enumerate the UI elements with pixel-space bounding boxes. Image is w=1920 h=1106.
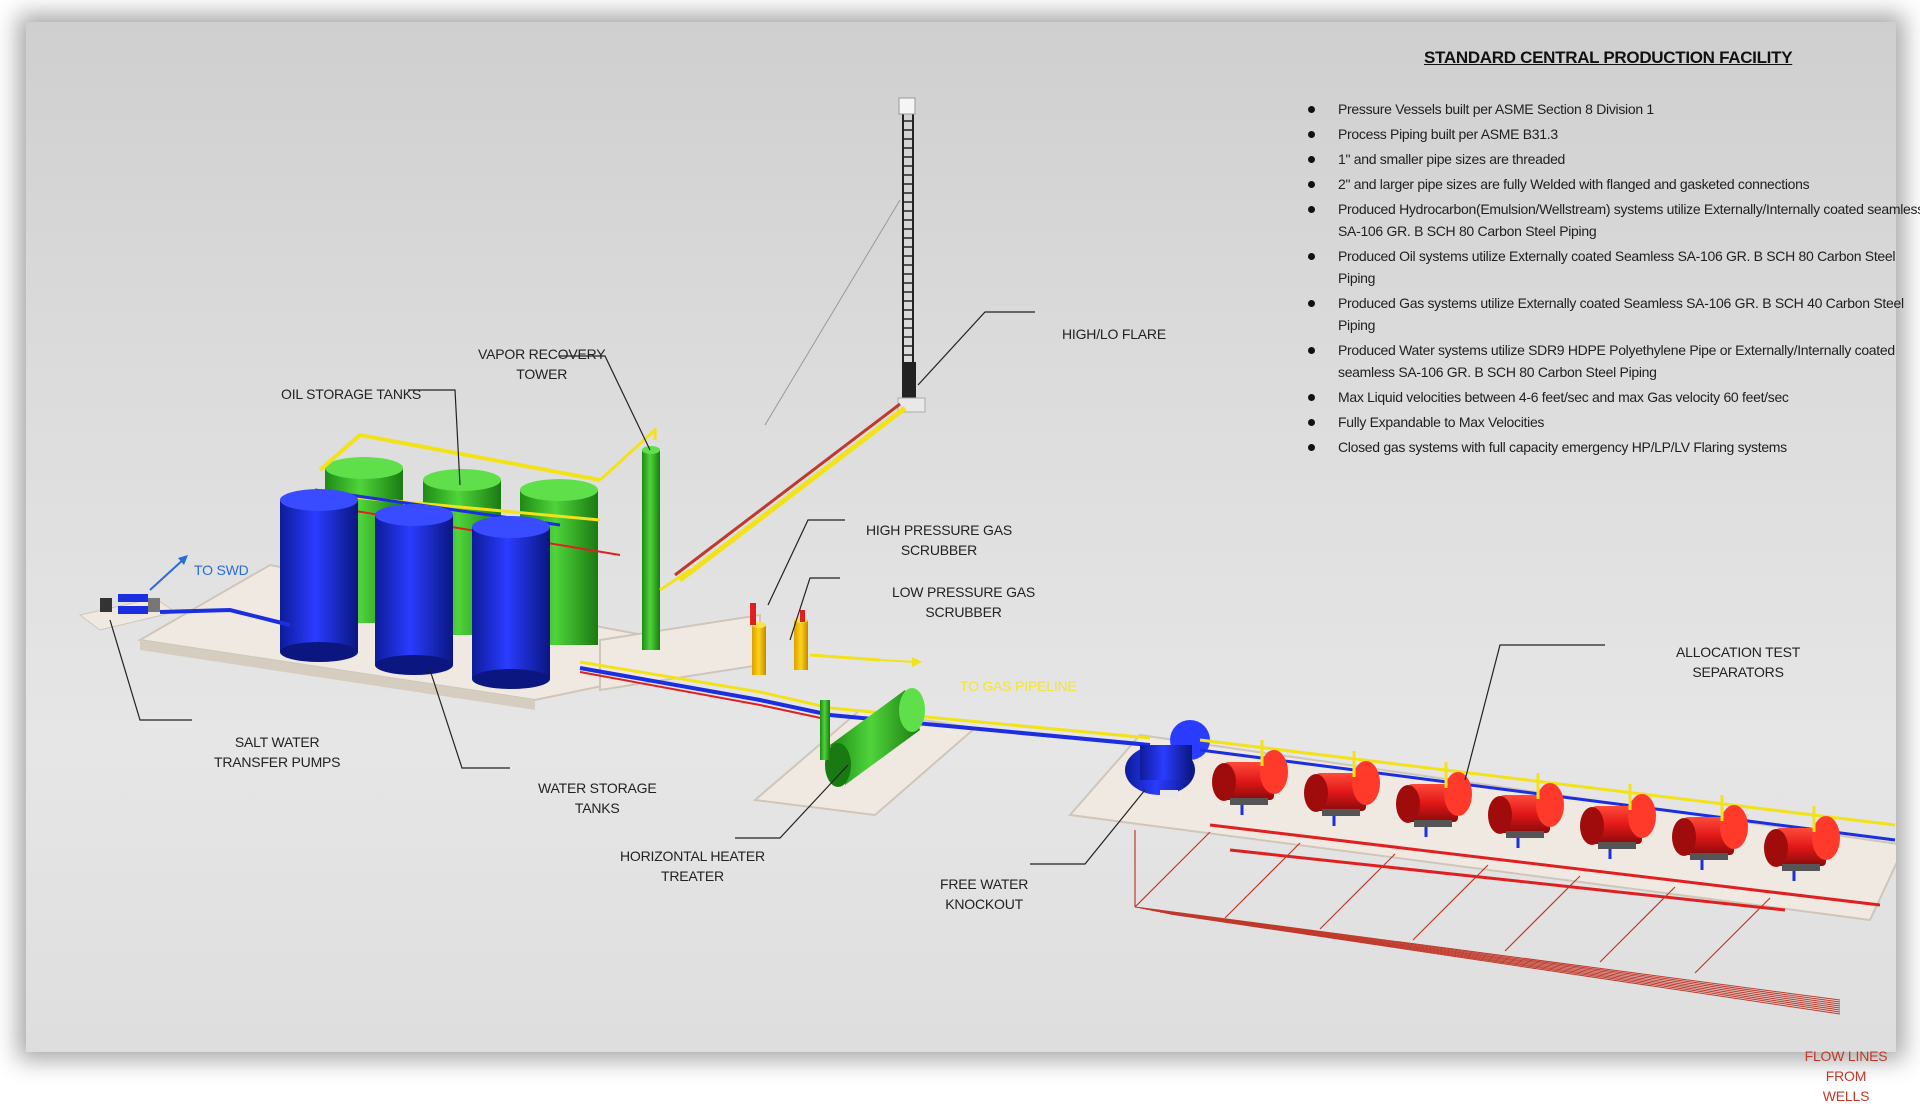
test-separator — [1304, 751, 1380, 826]
flow-line-bundle — [1134, 906, 1841, 1001]
bullet-dot-icon — [1308, 206, 1315, 213]
spec-bullet-text: 2" and larger pipe sizes are fully Welde… — [1338, 176, 1810, 192]
flow-line-riser — [1599, 886, 1676, 963]
spec-bullet: Produced Oil systems utilize Externally … — [1304, 245, 1920, 289]
test-separator — [1764, 806, 1840, 881]
flow-line-bundle — [1144, 908, 1841, 1005]
flow-line-riser — [1319, 853, 1396, 930]
flow-line-bundle — [1169, 913, 1841, 1015]
vapor-recovery-tower — [598, 426, 691, 650]
label-free-water-knockout: FREE WATER KNOCKOUT — [940, 876, 1029, 912]
label-allocation-test-separators: ALLOCATION TEST SEPARATORS — [1676, 644, 1801, 680]
spec-bullet-text: Process Piping built per ASME B31.3 — [1338, 126, 1558, 142]
bullet-dot-icon — [1308, 156, 1315, 163]
flare-stack — [764, 97, 926, 426]
label-horizontal-heater-treater: HORIZONTAL HEATER TREATER — [620, 848, 765, 884]
test-separator — [1212, 740, 1288, 815]
spec-bullet-list: Pressure Vessels built per ASME Section … — [1304, 98, 1920, 461]
spec-bullet: Max Liquid velocities between 4-6 feet/s… — [1304, 386, 1920, 408]
spec-bullet: Produced Water systems utilize SDR9 HDPE… — [1304, 339, 1920, 383]
flow-line-bundle — [1159, 911, 1841, 1011]
test-separator — [1396, 762, 1472, 837]
bullet-dot-icon — [1308, 131, 1315, 138]
spec-bullet: Fully Expandable to Max Velocities — [1304, 411, 1920, 433]
spec-bullet-text: Fully Expandable to Max Velocities — [1338, 414, 1545, 430]
flow-line-bundle — [1154, 910, 1841, 1009]
flow-line-bundle — [1149, 909, 1841, 1007]
label-water-storage-tanks: WATER STORAGE TANKS — [538, 780, 657, 816]
test-separator — [1672, 795, 1748, 870]
spec-bullet-text: Produced Hydrocarbon(Emulsion/Wellstream… — [1338, 201, 1920, 239]
bullet-dot-icon — [1308, 181, 1315, 188]
spec-bullet-text: Closed gas systems with full capacity em… — [1338, 439, 1787, 455]
spec-bullet-text: Produced Gas systems utilize Externally … — [1338, 295, 1904, 333]
facility-scene — [78, 97, 1896, 1015]
spec-bullet: Pressure Vessels built per ASME Section … — [1304, 98, 1920, 120]
spec-bullet: Produced Hydrocarbon(Emulsion/Wellstream… — [1304, 198, 1920, 242]
flow-line-riser — [1504, 875, 1581, 952]
low-pressure-gas-scrubber — [794, 610, 808, 670]
spec-bullet: 1" and smaller pipe sizes are threaded — [1304, 148, 1920, 170]
label-to-gas-pipeline: TO GAS PIPELINE — [960, 678, 1077, 694]
oil-storage-tanks — [325, 457, 598, 645]
flow-line-bundle — [1164, 912, 1841, 1013]
bullet-dot-icon — [1308, 394, 1315, 401]
spec-bullet: 2" and larger pipe sizes are fully Welde… — [1304, 173, 1920, 195]
spec-bullet-text: Produced Water systems utilize SDR9 HDPE… — [1338, 342, 1895, 380]
spec-bullet-text: Produced Oil systems utilize Externally … — [1338, 248, 1896, 286]
diagram-frame: STANDARD CENTRAL PRODUCTION FACILITY Pre… — [26, 22, 1920, 1104]
bullet-dot-icon — [1308, 419, 1315, 426]
flow-line-riser — [1134, 831, 1211, 908]
high-pressure-gas-scrubber — [750, 603, 766, 675]
allocation-test-separators — [1212, 740, 1840, 881]
flow-line-riser — [1412, 864, 1489, 941]
label-oil-storage-tanks: OIL STORAGE TANKS — [281, 386, 422, 402]
leader-lines — [109, 311, 1605, 865]
page-title: STANDARD CENTRAL PRODUCTION FACILITY — [1424, 48, 1793, 67]
label-vapor-recovery-tower: VAPOR RECOVERY TOWER — [478, 346, 606, 382]
bullet-dot-icon — [1308, 253, 1315, 260]
label-salt-water-transfer-pumps: SALT WATER TRANSFER PUMPS — [214, 734, 341, 770]
bullet-dot-icon — [1308, 106, 1315, 113]
flow-line-riser — [1224, 842, 1301, 919]
test-separator — [1488, 773, 1564, 848]
free-water-knockout — [1125, 720, 1210, 798]
spec-bullet-text: 1" and smaller pipe sizes are threaded — [1338, 151, 1566, 167]
salt-water-transfer-pumps — [100, 555, 291, 627]
test-separator — [1580, 784, 1656, 859]
spec-bullet: Process Piping built per ASME B31.3 — [1304, 123, 1920, 145]
spec-bullet-text: Max Liquid velocities between 4-6 feet/s… — [1338, 389, 1789, 405]
flow-line-bundle — [1139, 907, 1841, 1003]
bullet-dot-icon — [1308, 347, 1315, 354]
water-storage-tanks — [280, 489, 550, 689]
label-flow-lines-from-wells: FLOW LINES FROM WELLS — [1804, 1048, 1888, 1104]
spec-bullet: Produced Gas systems utilize Externally … — [1304, 292, 1920, 336]
spec-bullet: Closed gas systems with full capacity em… — [1304, 436, 1920, 458]
flow-lines — [1134, 830, 1841, 1015]
flow-line-riser — [1694, 897, 1771, 974]
label-high-lo-flare: HIGH/LO FLARE — [1062, 326, 1166, 342]
label-high-pressure-gas-scrubber: HIGH PRESSURE GAS SCRUBBER — [866, 522, 1012, 558]
bullet-dot-icon — [1308, 300, 1315, 307]
label-low-pressure-gas-scrubber: LOW PRESSURE GAS SCRUBBER — [892, 584, 1036, 620]
bullet-dot-icon — [1308, 444, 1315, 451]
horizontal-heater-treater — [820, 688, 925, 787]
spec-bullet-text: Pressure Vessels built per ASME Section … — [1338, 101, 1654, 117]
label-to-swd: TO SWD — [194, 562, 249, 578]
tank-pad-edge — [140, 640, 535, 710]
